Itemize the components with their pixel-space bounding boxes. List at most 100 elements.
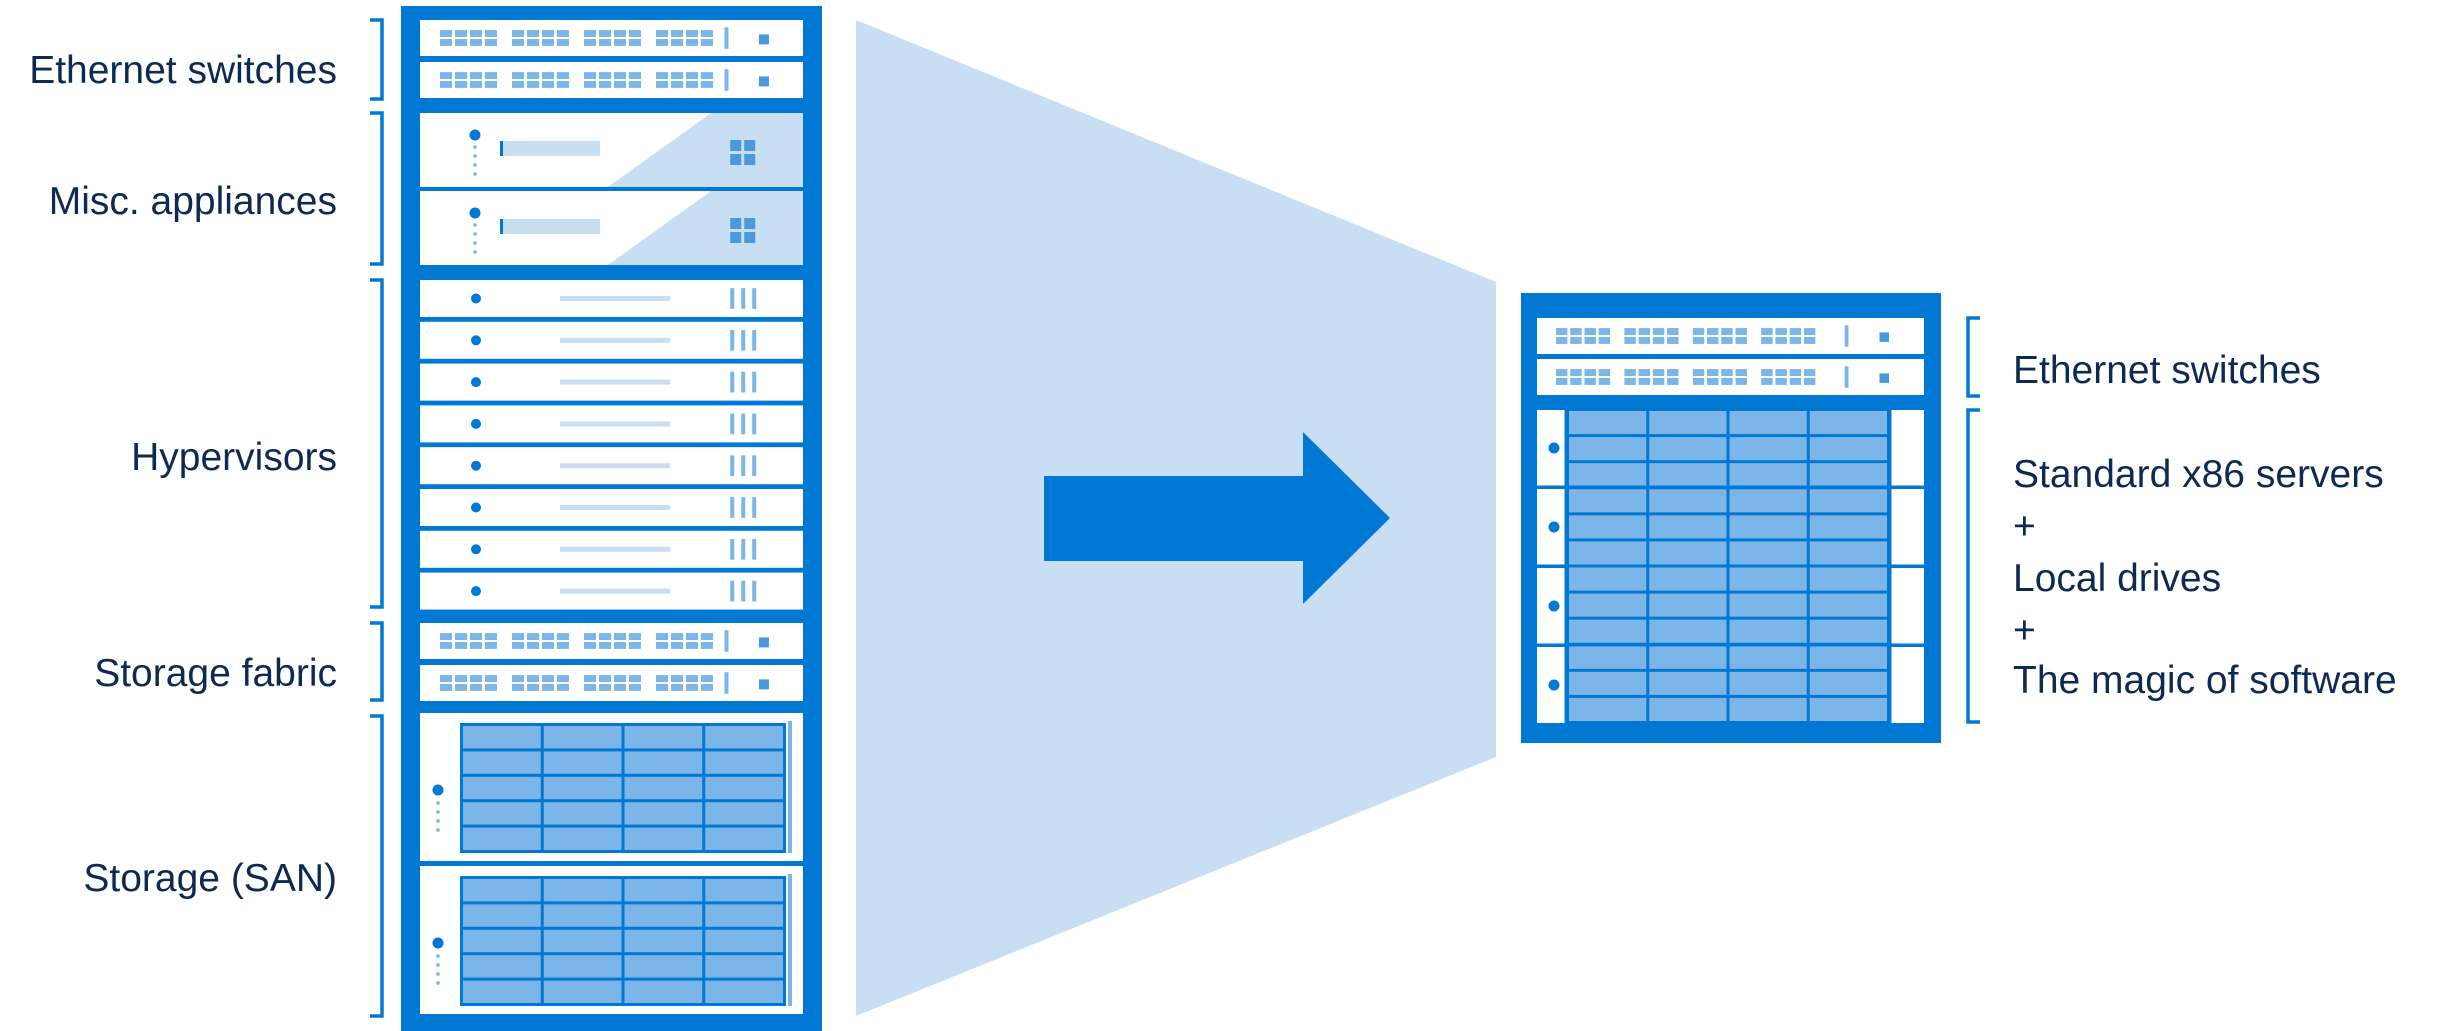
label-misc-appliances: Misc. appliances	[49, 180, 337, 223]
switch-port	[629, 81, 641, 88]
drive-bay	[705, 955, 783, 978]
drive-bay	[1649, 593, 1727, 617]
switch-port	[701, 633, 713, 640]
drive-slot	[560, 421, 670, 427]
drive-bay	[1729, 411, 1807, 435]
label-ethernet-switches-left: Ethernet switches	[29, 49, 337, 92]
switch-port	[1761, 328, 1773, 336]
vent-bar	[741, 455, 746, 477]
switch-port	[584, 72, 596, 79]
vent-square	[730, 218, 742, 229]
switch-port	[440, 675, 452, 682]
drive-bay	[1569, 567, 1647, 591]
vent-square	[744, 232, 756, 243]
vent-bar	[752, 413, 757, 435]
switch-port	[656, 81, 668, 88]
drive-bay	[543, 980, 622, 1003]
switch-port	[542, 72, 554, 79]
switch-port	[656, 633, 668, 640]
switch-port	[440, 30, 452, 37]
drive-bay	[624, 827, 703, 850]
switch-port	[614, 684, 626, 691]
switch-port	[599, 633, 611, 640]
hypervisor-server	[420, 447, 803, 485]
switch-port	[614, 81, 626, 88]
switch-body	[420, 623, 803, 659]
status-dot	[473, 232, 477, 236]
vent-square	[744, 140, 756, 151]
switch-port	[1667, 328, 1679, 336]
drive-bay	[543, 776, 622, 800]
switch-port	[656, 642, 668, 649]
drive-bay	[624, 879, 703, 902]
status-dot	[473, 250, 477, 254]
switch-port	[686, 81, 698, 88]
switch-port	[1624, 377, 1636, 385]
power-led	[471, 293, 481, 304]
switch-port	[1570, 369, 1582, 377]
switch-port	[542, 30, 554, 37]
drive-bay	[463, 776, 541, 800]
status-dot	[473, 145, 477, 149]
switch-port	[671, 30, 683, 37]
vent-bar	[730, 497, 735, 518]
switch-port	[440, 633, 452, 640]
drive-bay	[543, 879, 622, 902]
power-led	[471, 586, 481, 597]
switch-port	[542, 642, 554, 649]
network-switch	[1537, 318, 1924, 354]
power-led	[471, 335, 481, 346]
switch-port	[614, 39, 626, 46]
switch-port	[1652, 369, 1665, 377]
switch-port	[686, 39, 698, 46]
drive-bay	[1729, 515, 1807, 539]
drive-bay	[1729, 671, 1807, 695]
status-dot	[436, 801, 440, 805]
switch-port	[1775, 369, 1787, 377]
status-dot	[436, 981, 440, 985]
san-drive-grid	[460, 723, 786, 853]
switch-port	[557, 684, 569, 691]
switch-port	[1570, 328, 1582, 336]
switch-port	[1598, 336, 1611, 344]
switch-port	[599, 30, 611, 37]
switch-port	[1707, 377, 1719, 385]
hyperconverged-rack	[1521, 293, 1941, 743]
switch-indicator	[724, 69, 729, 91]
switch-port	[455, 633, 467, 640]
switch-port	[440, 72, 452, 79]
switch-port	[1556, 328, 1568, 336]
switch-port	[671, 72, 683, 79]
switch-indicator	[724, 630, 729, 652]
switch-port	[1556, 369, 1568, 377]
switch-port	[527, 684, 539, 691]
switch-port	[485, 684, 497, 691]
vent-bar	[730, 413, 735, 435]
drive-bay	[1809, 619, 1887, 643]
drive-bay	[1729, 437, 1807, 461]
drive-bay	[624, 955, 703, 978]
drive-bay	[1729, 619, 1807, 643]
legacy-rack	[401, 6, 822, 1031]
drive-bay	[1649, 567, 1727, 591]
switch-port	[584, 39, 596, 46]
switch-port	[485, 642, 497, 649]
power-led	[1548, 600, 1560, 612]
drive-bay	[705, 879, 783, 902]
drive-bay	[1729, 645, 1807, 669]
label-servers-line-1: Standard x86 servers	[2013, 453, 2384, 496]
switch-indicator	[1844, 325, 1849, 347]
switch-port	[1789, 336, 1802, 344]
status-dot	[473, 223, 477, 227]
status-dot	[473, 241, 477, 245]
bracket-hypervisors	[370, 278, 384, 609]
label-servers-line-5: The magic of software	[2013, 659, 2397, 702]
server-separator	[1537, 564, 1924, 568]
hypervisor-server	[420, 363, 803, 401]
drive-bay	[705, 751, 783, 774]
switch-led	[1879, 332, 1889, 342]
drive-bay	[624, 751, 703, 774]
network-switch	[420, 665, 803, 701]
vent-bar	[741, 538, 746, 560]
switch-port	[599, 684, 611, 691]
